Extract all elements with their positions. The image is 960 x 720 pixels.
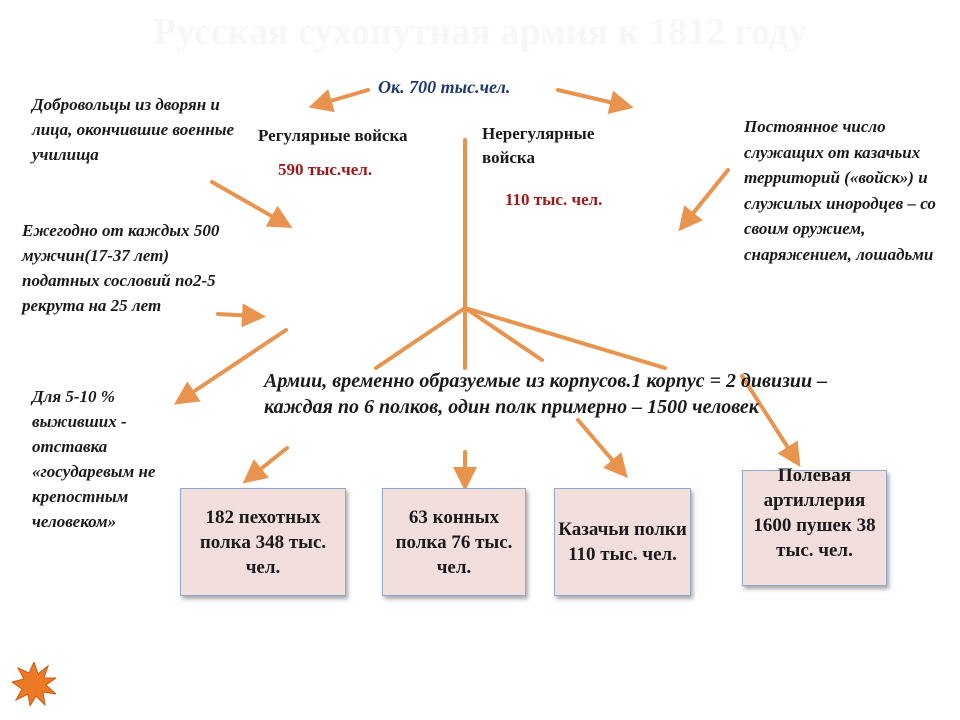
irregular-troops-label: Нерегулярные войска <box>482 124 595 167</box>
arrow-volunteers <box>210 180 293 228</box>
arrow-recruits <box>216 303 266 328</box>
starburst-action-button[interactable] <box>12 662 56 706</box>
arrow-retirement <box>174 328 288 405</box>
box-artillery-label: Полевая артиллерия 1600 пушек 38 тыс. че… <box>753 465 876 561</box>
regular-troops-count: 590 тыс.чел. <box>278 160 373 179</box>
regular-troops-label: Регулярные войска <box>258 126 408 145</box>
note-volunteers: Добровольцы из дворян и лица, окончившие… <box>32 95 235 164</box>
arrow-total-left <box>308 88 370 113</box>
box-cossack: Казачьи полки 110 тыс. чел. <box>554 488 691 596</box>
note-recruits: Ежегодно от каждых 500 мужчин(17-37 лет)… <box>22 221 220 315</box>
arrow-right-note <box>678 168 730 232</box>
box-cavalry: 63 конных полка 76 тыс. чел. <box>382 488 526 596</box>
box-cossack-label: Казачьи полки 110 тыс. чел. <box>558 519 687 565</box>
arrow-total-right <box>556 88 634 114</box>
irregular-troops-count: 110 тыс. чел. <box>505 190 603 209</box>
box-artillery: Полевая артиллерия 1600 пушек 38 тыс. че… <box>742 465 887 586</box>
fan-line-3 <box>463 306 544 362</box>
box-infantry: 182 пехотных полка 348 тыс. чел. <box>180 488 346 596</box>
armies-description: Армии, временно образуемые из корпусов.1… <box>264 370 828 418</box>
total-strength: Ок. 700 тыс.чел. <box>378 77 511 97</box>
box-cavalry-label: 63 конных полка 76 тыс. чел. <box>395 506 513 578</box>
note-retirement: Для 5-10 % выживших - отставка «государе… <box>32 387 156 531</box>
fan-line-4 <box>463 306 667 370</box>
arrow-artillery <box>740 374 801 468</box>
box-infantry-label: 182 пехотных полка 348 тыс. чел. <box>199 506 327 578</box>
note-irregular-composition: Постоянное число служащих от казачьих те… <box>744 117 936 264</box>
arrow-cossack <box>576 418 628 479</box>
arrow-infantry <box>242 446 289 484</box>
slide-title: Русская сухопутная армия к 1812 году <box>152 11 808 53</box>
fan-line-1 <box>374 306 467 370</box>
